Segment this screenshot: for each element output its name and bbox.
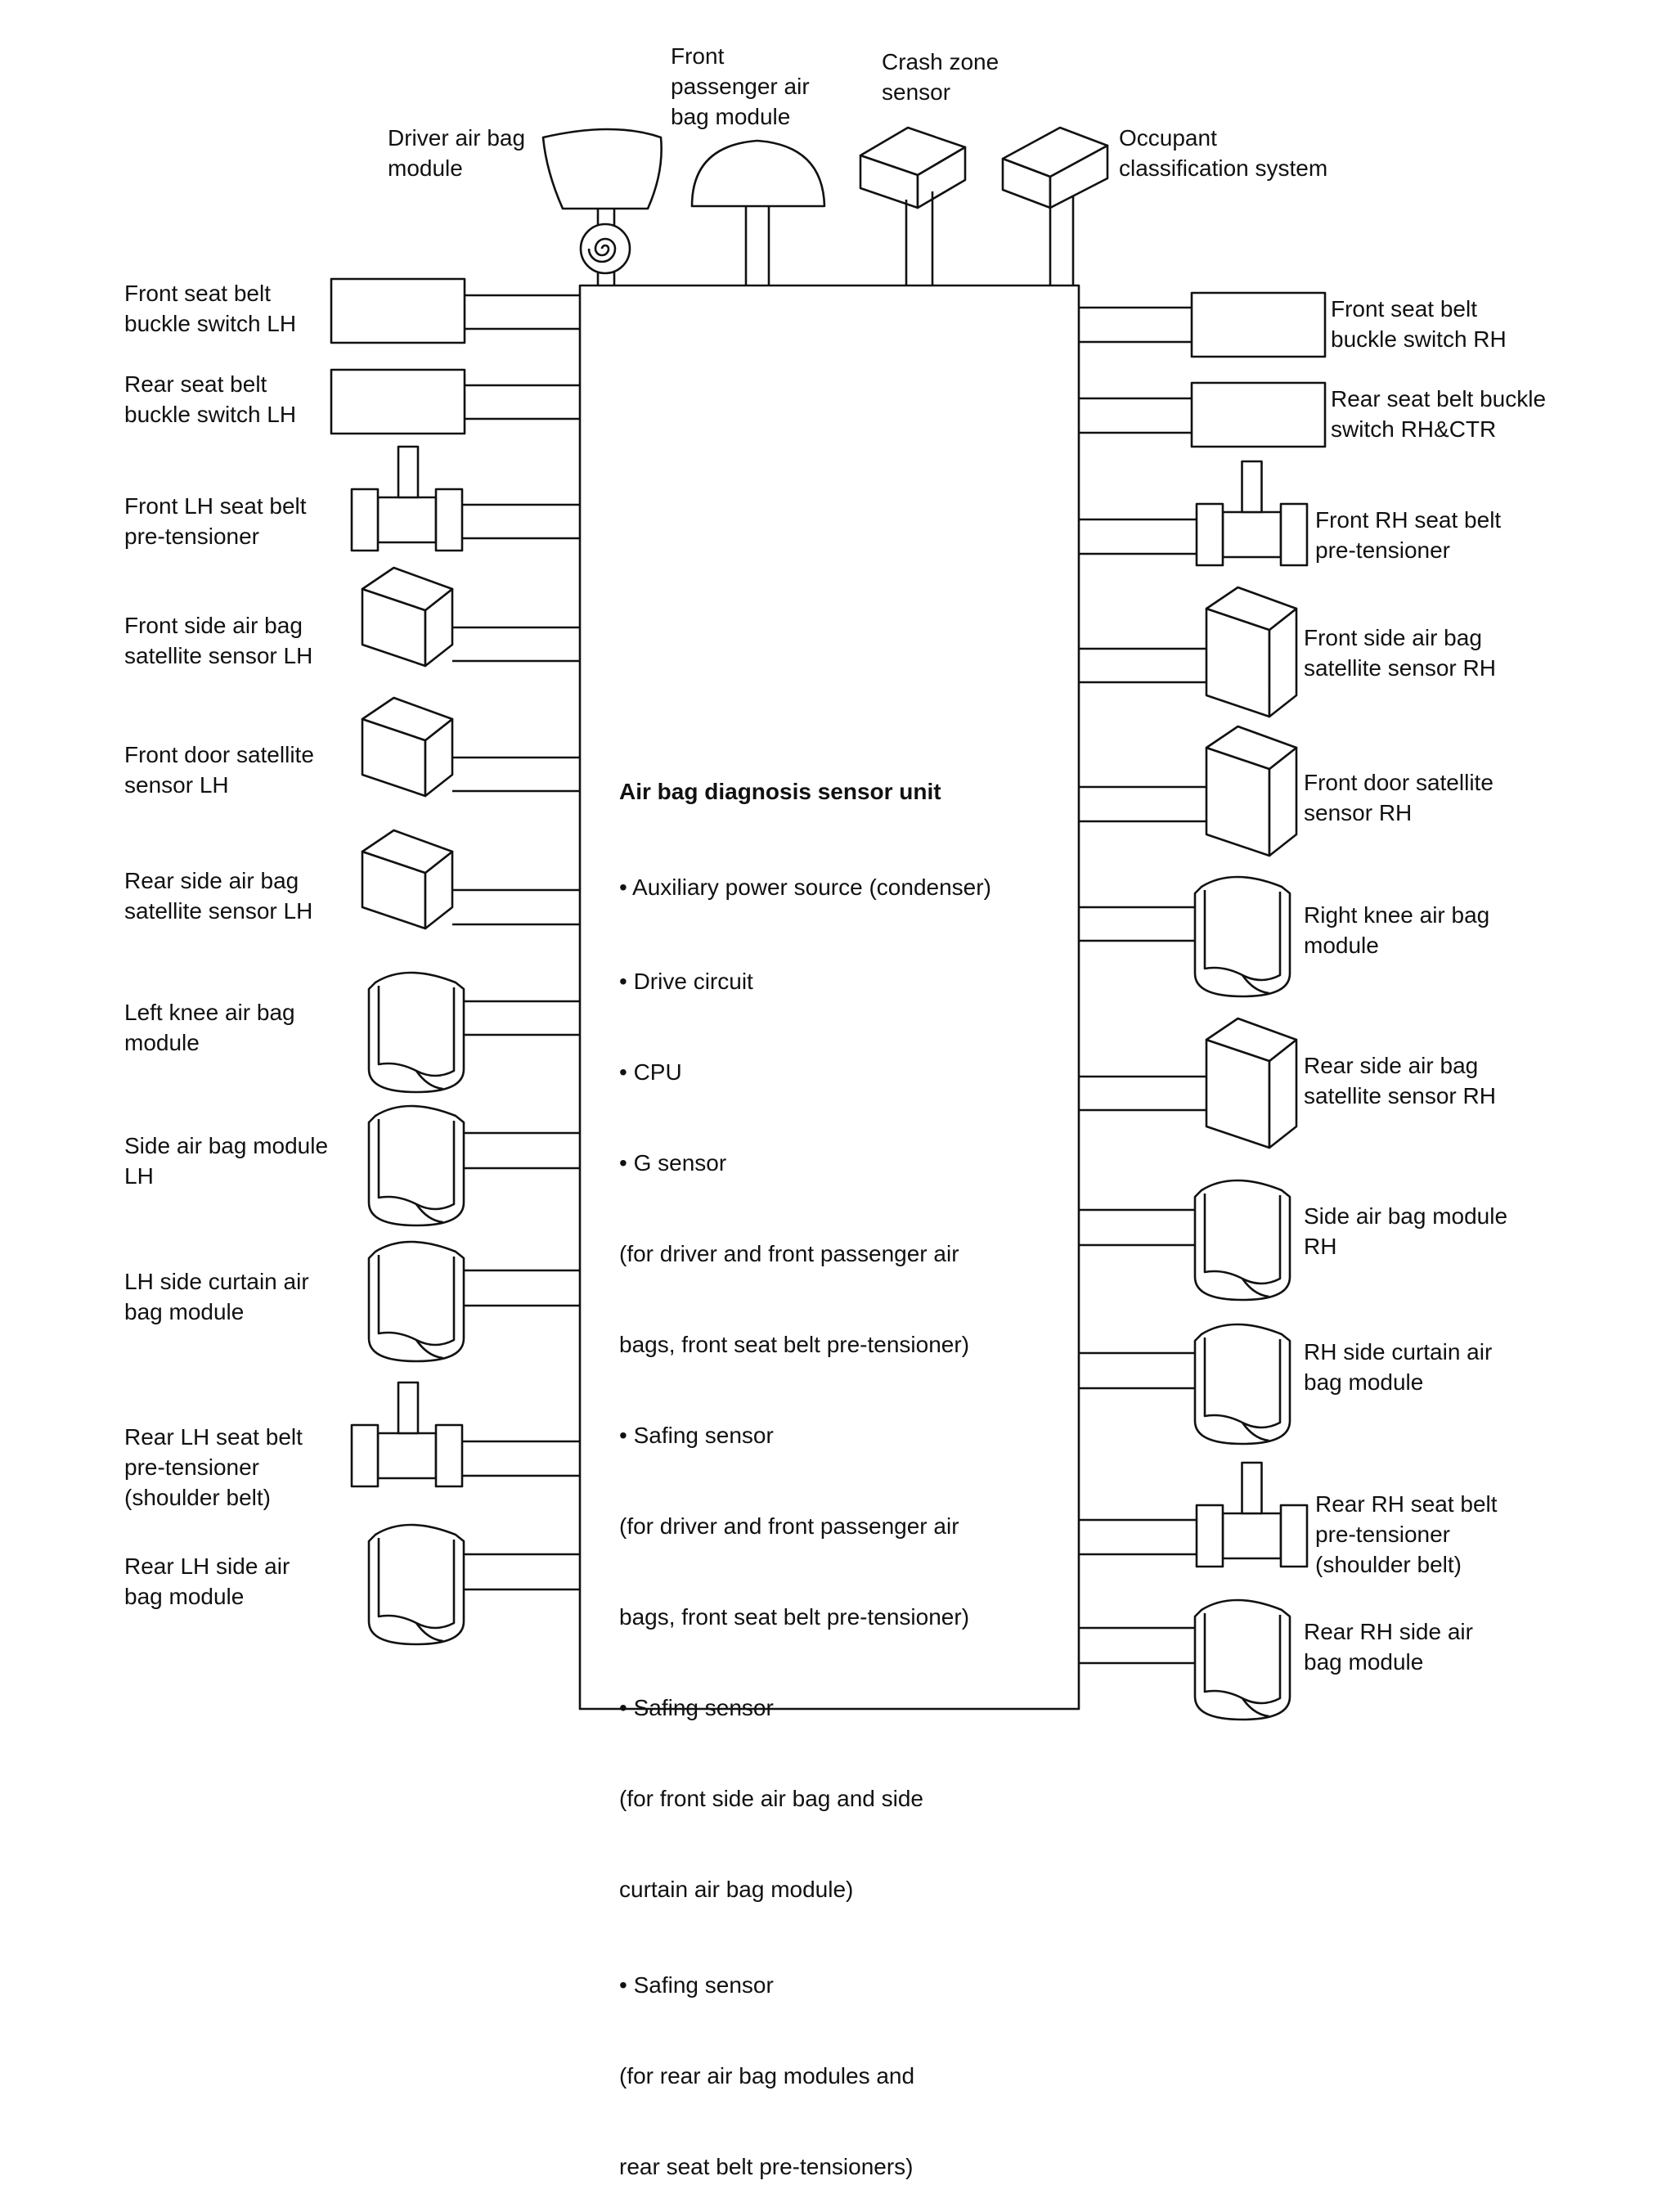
unit-item: • Auxiliary power source (condenser) — [619, 874, 991, 900]
front-door-satellite-sensor-lh-icon — [361, 696, 580, 798]
front-buckle-switch-lh-icon — [330, 277, 580, 344]
crash-zone-sensor — [859, 126, 967, 285]
label-rh-side-curtain-airbag-module: RH side curtain air bag module — [1304, 1339, 1493, 1395]
rear-side-satellite-sensor-lh-icon — [361, 829, 580, 930]
label-driver-airbag-module: Driver air bag module — [388, 125, 526, 181]
left-knee-airbag-icon — [367, 971, 580, 1094]
unit-item: • Safing sensor — [619, 1695, 774, 1720]
label-right-knee-airbag-module: Right knee air bag module — [1304, 902, 1490, 958]
unit-item: (for driver and front passenger air — [619, 1513, 959, 1539]
left-components — [330, 277, 580, 1646]
rear-side-satellite-sensor-rh-icon — [1079, 1017, 1298, 1149]
label-side-airbag-module-rh: Side air bag module RH — [1304, 1203, 1508, 1259]
right-components — [1079, 291, 1327, 1721]
side-airbag-rh-icon — [1079, 1179, 1291, 1302]
label-front-door-satellite-sensor-lh: Front door satellite sensor LH — [124, 742, 314, 798]
diagnosis-sensor-unit — [578, 284, 1080, 1711]
label-crash-zone-sensor: Crash zone sensor — [882, 49, 999, 105]
unit-item: bags, front seat belt pre-tensioner) — [619, 1604, 970, 1630]
label-front-rh-seat-belt-pretensioner: Front RH seat belt pre-tensioner — [1315, 507, 1502, 563]
rear-rh-side-airbag-icon — [1079, 1598, 1291, 1721]
label-front-side-airbag-satellite-sensor-lh: Front side air bag satellite sensor LH — [124, 613, 313, 668]
label-front-door-satellite-sensor-rh: Front door satellite sensor RH — [1304, 770, 1494, 825]
label-rear-rh-seat-belt-pretensioner: Rear RH seat belt pre-tensioner (shoulde… — [1315, 1491, 1498, 1577]
lh-side-curtain-airbag-icon — [367, 1240, 580, 1363]
side-airbag-lh-icon — [367, 1104, 580, 1227]
rear-rh-pretensioner-icon — [1079, 1461, 1309, 1568]
front-door-satellite-sensor-rh-icon — [1079, 725, 1298, 857]
label-rear-seat-belt-buckle-switch-lh: Rear seat belt buckle switch LH — [124, 371, 297, 427]
unit-item: • CPU — [619, 1059, 682, 1085]
label-rear-side-airbag-satellite-sensor-rh: Rear side air bag satellite sensor RH — [1304, 1053, 1496, 1108]
unit-item: (for driver and front passenger air — [619, 1241, 959, 1266]
front-side-satellite-sensor-lh-icon — [361, 566, 580, 668]
unit-item: • G sensor — [619, 1150, 727, 1176]
label-front-lh-seat-belt-pretensioner: Front LH seat belt pre-tensioner — [124, 493, 307, 549]
rear-buckle-switch-rh-ctr-icon — [1079, 381, 1327, 448]
unit-title: Air bag diagnosis sensor unit — [619, 779, 941, 804]
label-front-side-airbag-satellite-sensor-rh: Front side air bag satellite sensor RH — [1304, 625, 1496, 681]
label-side-airbag-module-lh: Side air bag module LH — [124, 1133, 329, 1189]
rear-lh-pretensioner-icon — [350, 1381, 580, 1488]
unit-item: (for front side air bag and side — [619, 1786, 923, 1811]
label-rear-rh-side-airbag-module: Rear RH side air bag module — [1304, 1619, 1473, 1675]
label-rear-lh-side-airbag-module: Rear LH side air bag module — [124, 1553, 290, 1609]
label-occupant-classification-system: Occupant classification system — [1119, 125, 1328, 181]
label-front-seat-belt-buckle-switch-rh: Front seat belt buckle switch RH — [1331, 296, 1507, 352]
label-front-passenger-airbag-module: Front passenger air bag module — [671, 43, 810, 129]
rear-lh-side-airbag-icon — [367, 1523, 580, 1646]
right-knee-airbag-icon — [1079, 875, 1291, 998]
diagnosis-sensor-unit-text: Air bag diagnosis sensor unit • Auxiliar… — [619, 716, 991, 2212]
unit-item: bags, front seat belt pre-tensioner) — [619, 1332, 970, 1357]
unit-item: • Drive circuit — [619, 969, 753, 994]
occupant-classification-system — [1001, 126, 1109, 285]
label-front-seat-belt-buckle-switch-lh: Front seat belt buckle switch LH — [124, 281, 297, 336]
front-lh-pretensioner-icon — [350, 445, 580, 552]
front-side-satellite-sensor-rh-icon — [1079, 586, 1298, 718]
label-left-knee-airbag-module: Left knee air bag module — [124, 1000, 295, 1055]
rear-buckle-switch-lh-icon — [330, 368, 580, 435]
unit-item: (for rear air bag modules and — [619, 2063, 915, 2088]
unit-item: curtain air bag module) — [619, 1877, 854, 1902]
front-passenger-airbag-module — [690, 139, 826, 285]
airbag-system-diagram — [330, 126, 1327, 1721]
unit-item: • Safing sensor — [619, 1972, 774, 1998]
label-rear-lh-seat-belt-pretensioner: Rear LH seat belt pre-tensioner (shoulde… — [124, 1424, 303, 1510]
label-rear-seat-belt-buckle-switch-rh-ctr: Rear seat belt buckle switch RH&CTR — [1331, 386, 1547, 442]
unit-item: • Safing sensor — [619, 1423, 774, 1448]
driver-airbag-module — [541, 128, 663, 285]
label-lh-side-curtain-airbag-module: LH side curtain air bag module — [124, 1269, 309, 1324]
label-rear-side-airbag-satellite-sensor-lh: Rear side air bag satellite sensor LH — [124, 868, 313, 924]
front-buckle-switch-rh-icon — [1079, 291, 1327, 358]
rh-side-curtain-airbag-icon — [1079, 1323, 1291, 1445]
front-rh-pretensioner-icon — [1079, 460, 1309, 567]
unit-item: rear seat belt pre-tensioners) — [619, 2154, 914, 2179]
